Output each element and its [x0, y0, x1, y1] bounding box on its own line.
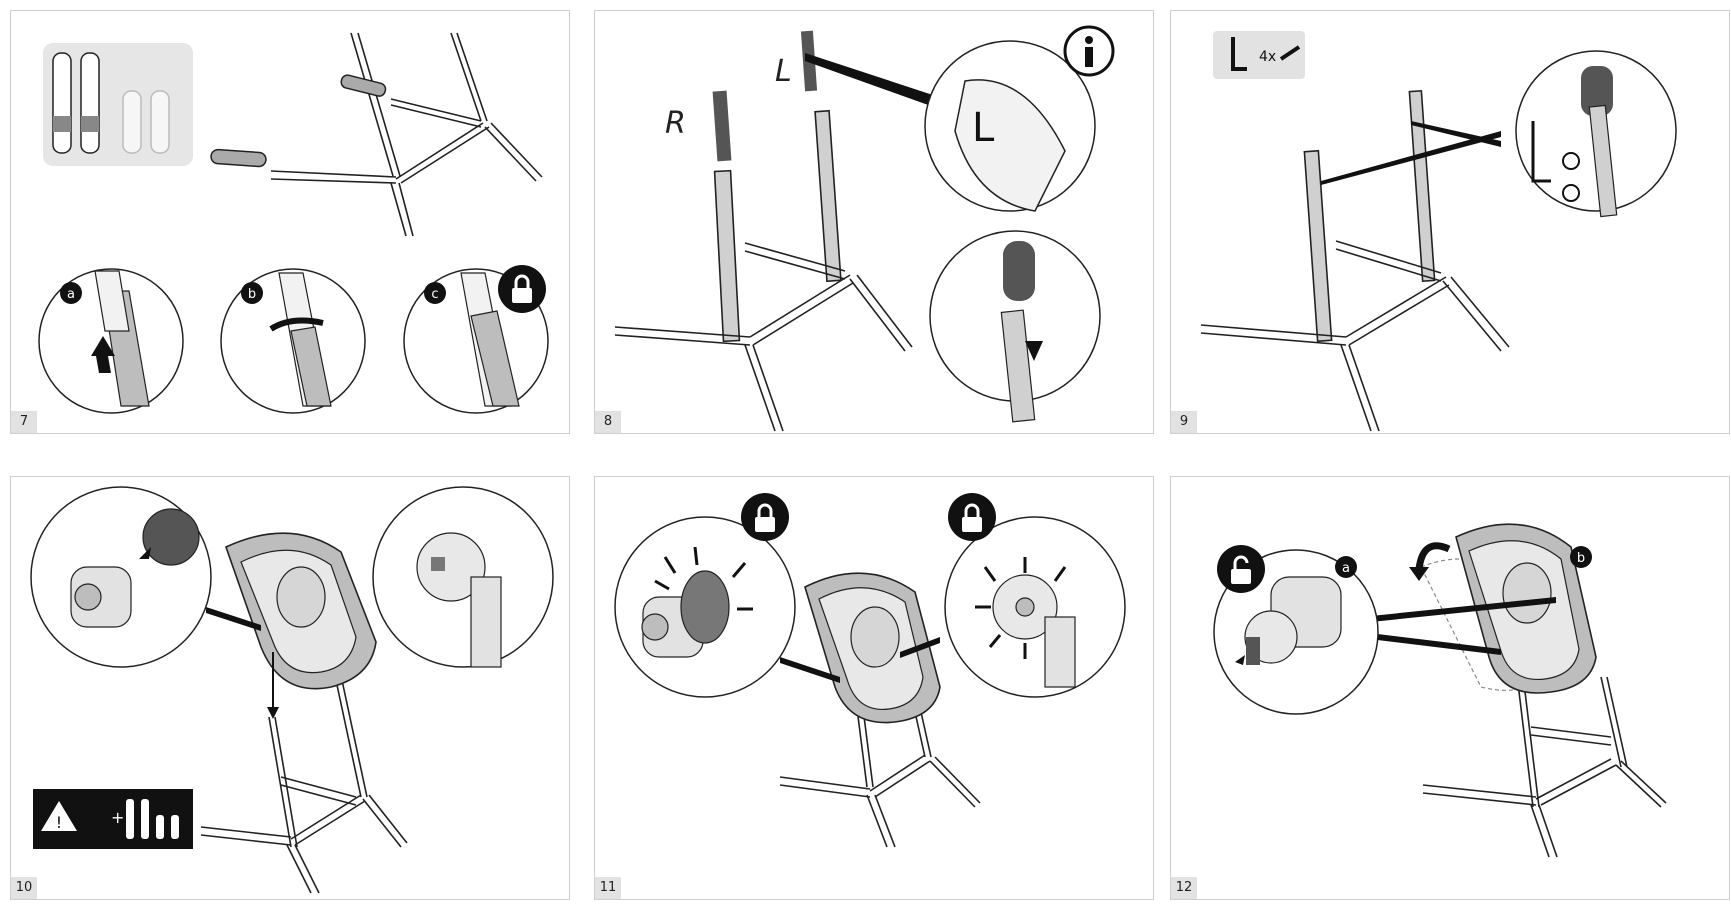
seat: [804, 572, 941, 724]
step-10-panel: ! + 10: [10, 476, 570, 900]
allen-key-icon: [1231, 37, 1247, 71]
step-7-illustration: a b c: [38, 32, 549, 414]
step-number: 11: [595, 877, 621, 899]
lock-icon: [498, 265, 546, 313]
unlock-icon: [1217, 545, 1265, 593]
step-10-illustration: ! +: [30, 486, 554, 894]
detail-connector: [929, 230, 1101, 423]
info-icon: [1063, 25, 1115, 77]
label-a: a: [67, 287, 75, 302]
step-number: 9: [1171, 411, 1197, 433]
screw-count: 4x: [1259, 49, 1276, 65]
warning-icon: !: [41, 801, 77, 832]
seat: [225, 532, 377, 690]
label-r: R: [665, 106, 686, 141]
detail-screws: [1515, 50, 1677, 218]
step-8-panel: R L L 8: [594, 10, 1154, 434]
label-b: b: [248, 287, 256, 302]
label-b: b: [1577, 551, 1585, 566]
detail-c: c: [403, 265, 549, 414]
step-8-illustration: R L L: [614, 25, 1115, 432]
step-11-panel: 11: [594, 476, 1154, 900]
step-number: 7: [11, 411, 37, 433]
step-12-panel: b a 12: [1170, 476, 1730, 900]
detail-b: b: [220, 268, 366, 414]
lock-icon: [948, 493, 996, 541]
warning-label: ! +: [33, 789, 193, 849]
tube-set-icon: [43, 43, 193, 166]
lock-icon: [741, 493, 789, 541]
step-number: 12: [1171, 877, 1197, 899]
detail-right: [372, 486, 554, 668]
step-number: 8: [595, 411, 621, 433]
detail-left: [30, 486, 212, 668]
step-number: 10: [11, 877, 37, 899]
step-12-illustration: b a: [1213, 523, 1667, 858]
arrow-icon: [1409, 542, 1451, 581]
svg-text:!: !: [56, 813, 62, 832]
step-9-illustration: 4x: [1200, 31, 1677, 432]
screw-icon: [1279, 45, 1301, 61]
detail-left: [614, 493, 796, 698]
label-l-detail: L: [972, 105, 995, 151]
step-11-illustration: [614, 493, 1126, 848]
label-c: c: [431, 287, 438, 302]
detail-a: a: [38, 268, 184, 414]
detail-unlock: a: [1213, 545, 1379, 715]
label-a: a: [1342, 561, 1350, 576]
label-l: L: [775, 54, 792, 89]
detail-right: [944, 493, 1126, 698]
step-7-panel: a b c 7: [10, 10, 570, 434]
step-9-panel: 4x 9: [1170, 10, 1730, 434]
plus-label: +: [111, 808, 124, 827]
detail-info: L: [924, 25, 1115, 212]
